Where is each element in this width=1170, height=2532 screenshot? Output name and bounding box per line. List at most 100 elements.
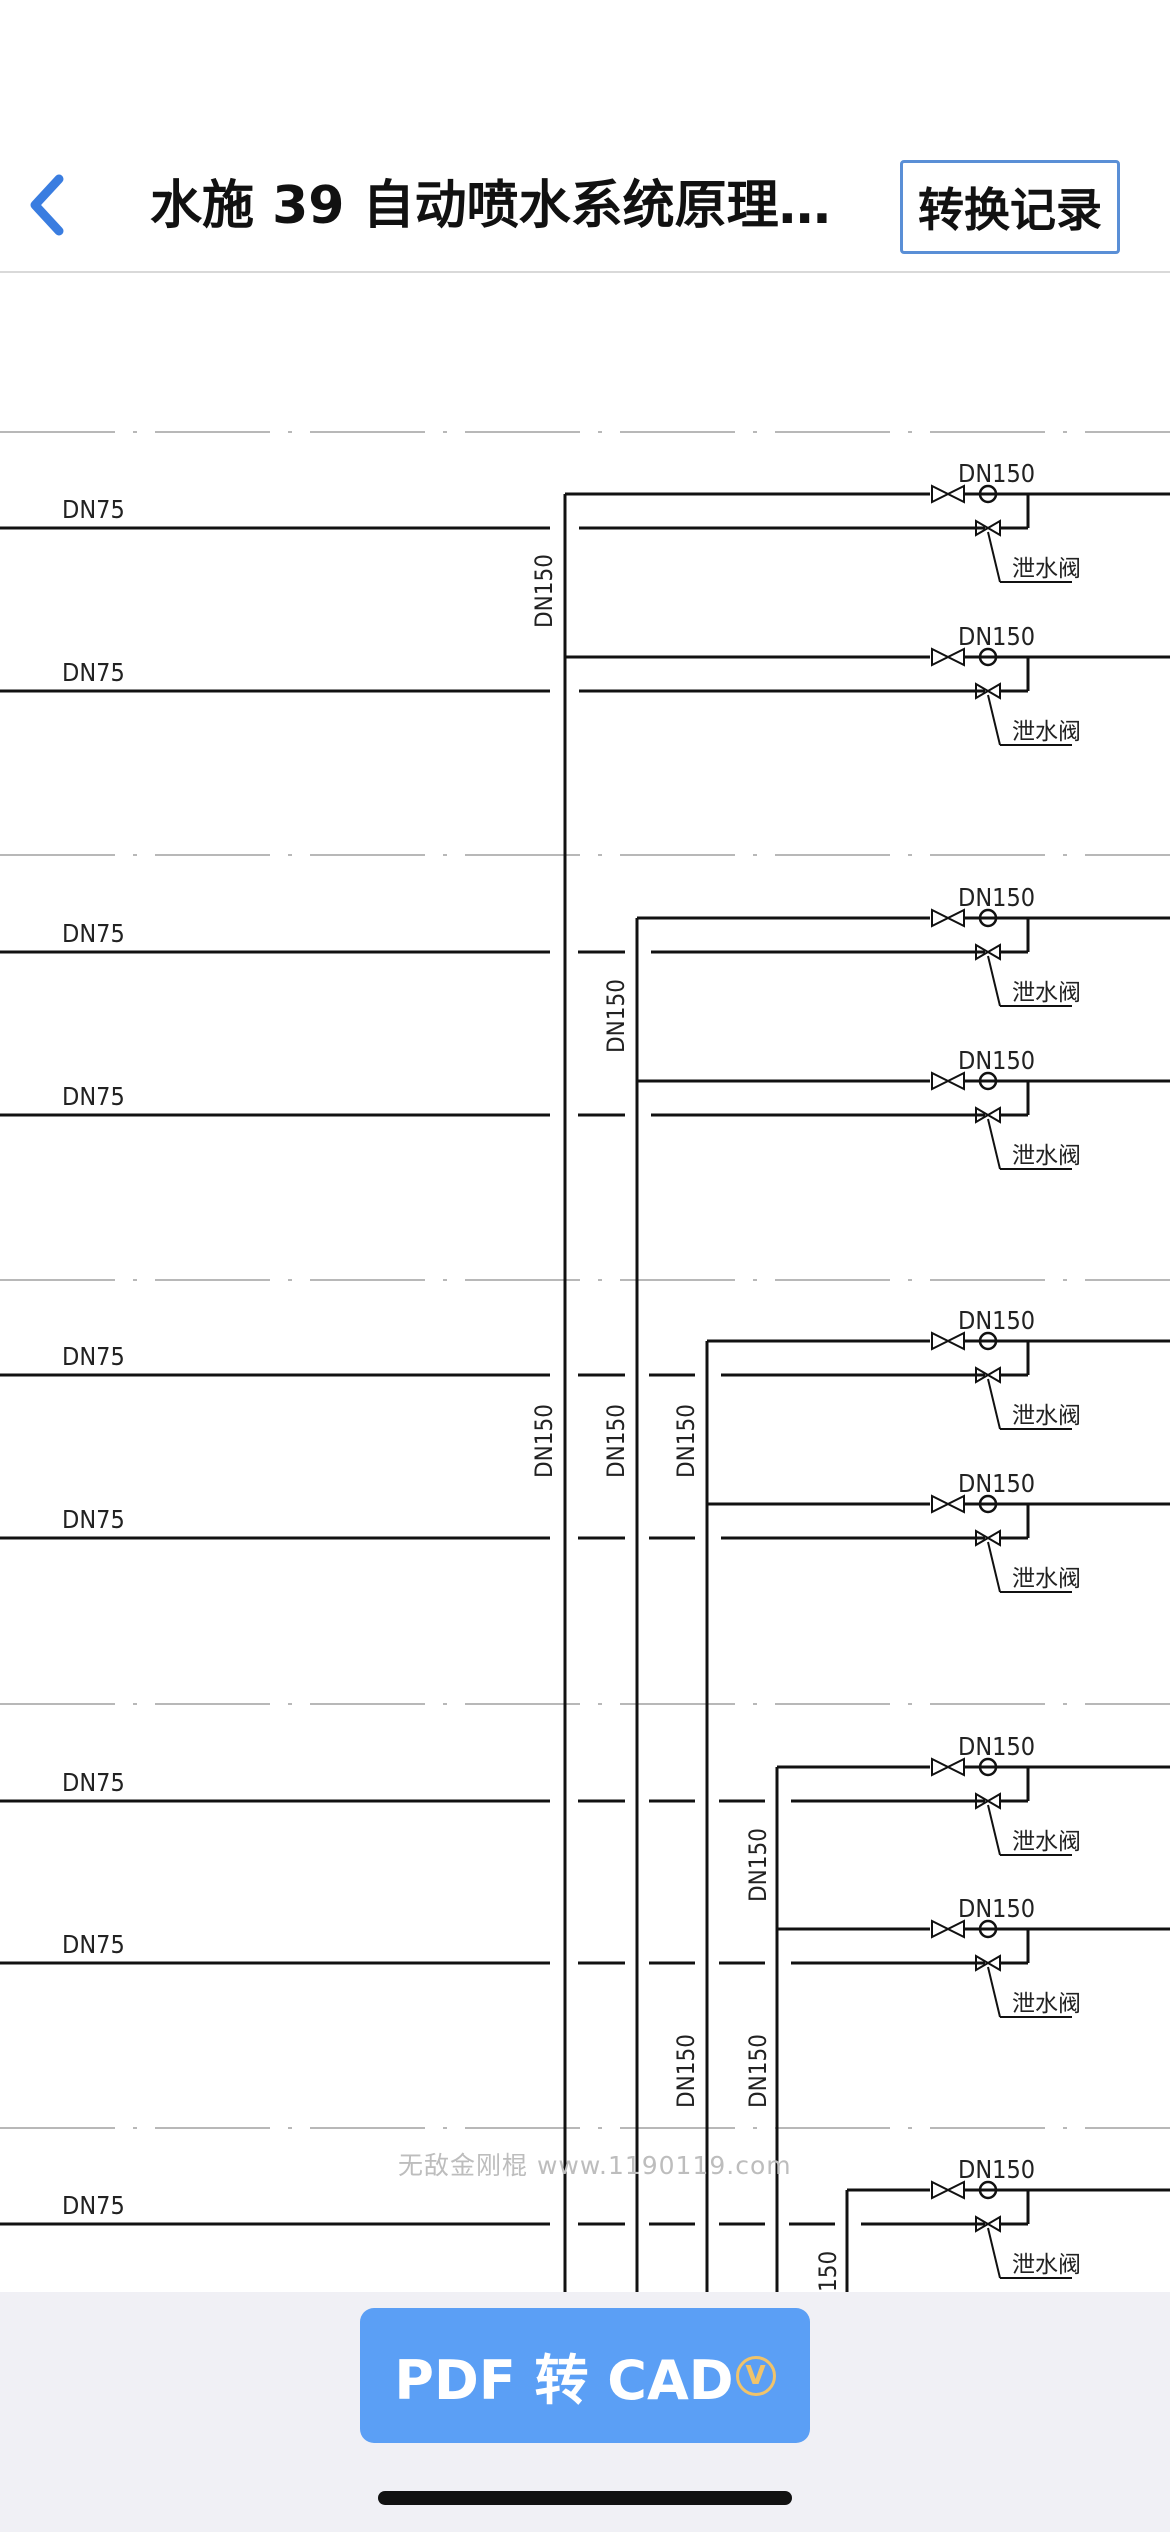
valve-pipe-label: DN150 [958,1469,1035,1498]
home-indicator [378,2491,792,2505]
drain-valve-label: 泄水阀 [1012,1991,1081,2017]
watermark: 无敌金刚棍 www.1190119.com [398,2151,792,2180]
drain-valve-icon [986,1529,1001,1547]
nav-bar: 水施 39 自动喷水系统原理图... 转换记录 [0,0,1170,273]
leader-line [987,1804,1001,1856]
drain-valve-icon [986,943,1001,961]
drain-valve-label: 泄水阀 [1012,1143,1081,1169]
branch-label: DN75 [62,1505,125,1534]
riser-label: DN150 [672,2034,700,2108]
leader-line [987,531,1001,583]
drain-valve-icon [975,1529,990,1547]
valve-pipe-label: DN150 [958,1046,1035,1075]
flow-switch-icon [978,647,998,667]
pdf-to-cad-label: PDF 转 CAD [394,2349,734,2412]
flow-switch-icon [978,484,998,504]
drain-valve-icon [975,1792,990,1810]
drain-valve-icon [986,1792,1001,1810]
branch-label: DN75 [62,1082,125,1111]
riser-label: DN150 [672,1404,700,1478]
chevron-left-icon [30,174,64,236]
drain-valve-icon [975,1954,990,1972]
riser-label: DN150 [530,554,558,628]
drain-valve-icon [986,1954,1001,1972]
gate-valve-icon [931,1757,951,1777]
valve-pipe-label: DN150 [958,883,1035,912]
gate-valve-icon [945,484,965,504]
riser-label: DN150 [602,1404,630,1478]
back-button[interactable] [14,160,80,250]
leader-line [987,1541,1001,1593]
leader-line [987,1378,1001,1430]
riser-label: DN150 [602,979,630,1053]
gate-valve-icon [945,1071,965,1091]
gate-valve-icon [931,1331,951,1351]
drain-valve-icon [986,1106,1001,1124]
drain-valve-icon [975,1106,990,1124]
drain-valve-icon [986,682,1001,700]
drain-valve-icon [986,2215,1001,2233]
branch-label: DN75 [62,1768,125,1797]
branch-label: DN75 [62,658,125,687]
gate-valve-icon [945,1919,965,1939]
flow-switch-icon [978,1331,998,1351]
leader-line [987,694,1001,746]
riser-label: DN150 [744,2034,772,2108]
gate-valve-icon [931,1494,951,1514]
leader-line [987,1118,1001,1170]
drain-valve-label: 泄水阀 [1012,556,1081,582]
gate-valve-icon [931,1919,951,1939]
drain-valve-label: 泄水阀 [1012,2252,1081,2278]
riser-label: DN150 [744,1828,772,1902]
gate-valve-icon [945,908,965,928]
leader-line [987,955,1001,1007]
valve-pipe-label: DN150 [958,1306,1035,1335]
flow-switch-icon [978,1071,998,1091]
valve-pipe-label: DN150 [958,459,1035,488]
branch-label: DN75 [62,2191,125,2220]
gate-valve-icon [931,484,951,504]
gate-valve-icon [945,1331,965,1351]
gate-valve-icon [931,2180,951,2200]
drain-valve-icon [975,943,990,961]
gate-valve-icon [931,1071,951,1091]
branch-label: DN75 [62,1930,125,1959]
valve-pipe-label: DN150 [958,1894,1035,1923]
vip-badge-icon: V [735,2355,776,2396]
valve-pipe-label: DN150 [958,1732,1035,1761]
valve-pipe-label: DN150 [958,2155,1035,2184]
branch-label: DN75 [62,1342,125,1371]
drain-valve-label: 泄水阀 [1012,1829,1081,1855]
drain-valve-icon [986,1366,1001,1384]
gate-valve-icon [931,908,951,928]
conversion-history-button[interactable]: 转换记录 [900,160,1120,254]
drain-valve-label: 泄水阀 [1012,980,1081,1006]
drain-valve-icon [986,519,1001,537]
gate-valve-icon [931,647,951,667]
leader-line [987,1966,1001,2018]
pdf-to-cad-button[interactable]: PDF 转 CAD V [360,2308,810,2443]
gate-valve-icon [945,2180,965,2200]
flow-switch-icon [978,1494,998,1514]
gate-valve-icon [945,647,965,667]
drain-valve-label: 泄水阀 [1012,1403,1081,1429]
gate-valve-icon [945,1494,965,1514]
branch-label: DN75 [62,919,125,948]
page-title: 水施 39 自动喷水系统原理图... [150,176,870,236]
riser-label: DN150 [530,1404,558,1478]
drain-valve-label: 泄水阀 [1012,1566,1081,1592]
drain-valve-icon [975,1366,990,1384]
valve-pipe-label: DN150 [958,622,1035,651]
gate-valve-icon [945,1757,965,1777]
leader-line [987,2227,1001,2279]
branch-label: DN75 [62,495,125,524]
drain-valve-icon [975,682,990,700]
drain-valve-icon [975,2215,990,2233]
drain-valve-label: 泄水阀 [1012,719,1081,745]
flow-switch-icon [978,2180,998,2200]
flow-switch-icon [978,1919,998,1939]
flow-switch-icon [978,908,998,928]
flow-switch-icon [978,1757,998,1777]
